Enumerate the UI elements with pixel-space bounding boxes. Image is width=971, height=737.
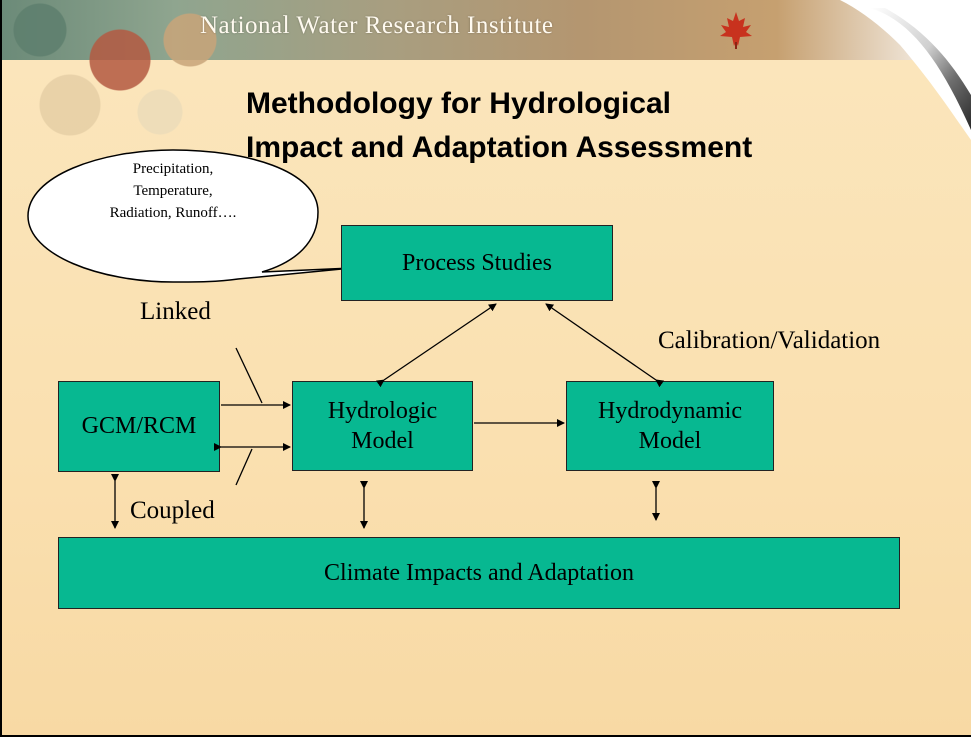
slide-border-bottom [0, 735, 971, 737]
callout-line-2: Temperature, [133, 183, 213, 199]
process-studies-label: Process Studies [402, 249, 552, 276]
slide-title-line-2: Impact and Adaptation Assessment [246, 131, 753, 164]
page-curl-decoration [840, 0, 971, 140]
climate-impacts-box: Climate Impacts and Adaptation [58, 537, 900, 609]
callout-text: Precipitation, Temperature, Radiation, R… [60, 158, 286, 224]
hydrologic-model-box: Hydrologic Model [292, 381, 473, 471]
coupled-label: Coupled [130, 497, 215, 524]
slide-border-left [0, 0, 2, 737]
hydrodynamic-label-line-2: Model [638, 428, 702, 454]
gcm-rcm-box: GCM/RCM [58, 381, 220, 472]
header-photo-collage [0, 0, 240, 140]
hydrodynamic-model-box: Hydrodynamic Model [566, 381, 774, 471]
hydrologic-label-line-1: Hydrologic [327, 398, 438, 424]
gcm-rcm-label: GCM/RCM [81, 413, 197, 439]
slide-title-line-1: Methodology for Hydrological [246, 87, 671, 120]
hydrodynamic-label-line-1: Hydrodynamic [598, 398, 742, 424]
institute-name: National Water Research Institute [200, 12, 554, 39]
calibration-validation-label: Calibration/Validation [658, 327, 881, 354]
callout-line-3: Radiation, Runoff…. [109, 205, 237, 221]
hydrologic-label-line-2: Model [351, 428, 414, 454]
climate-impacts-label: Climate Impacts and Adaptation [324, 559, 634, 586]
callout-line-1: Precipitation, [132, 161, 214, 177]
maple-leaf-icon [720, 12, 752, 49]
process-studies-box: Process Studies [341, 225, 613, 301]
linked-label: Linked [140, 298, 211, 325]
slide-title: Methodology for Hydrological Impact and … [246, 82, 936, 170]
